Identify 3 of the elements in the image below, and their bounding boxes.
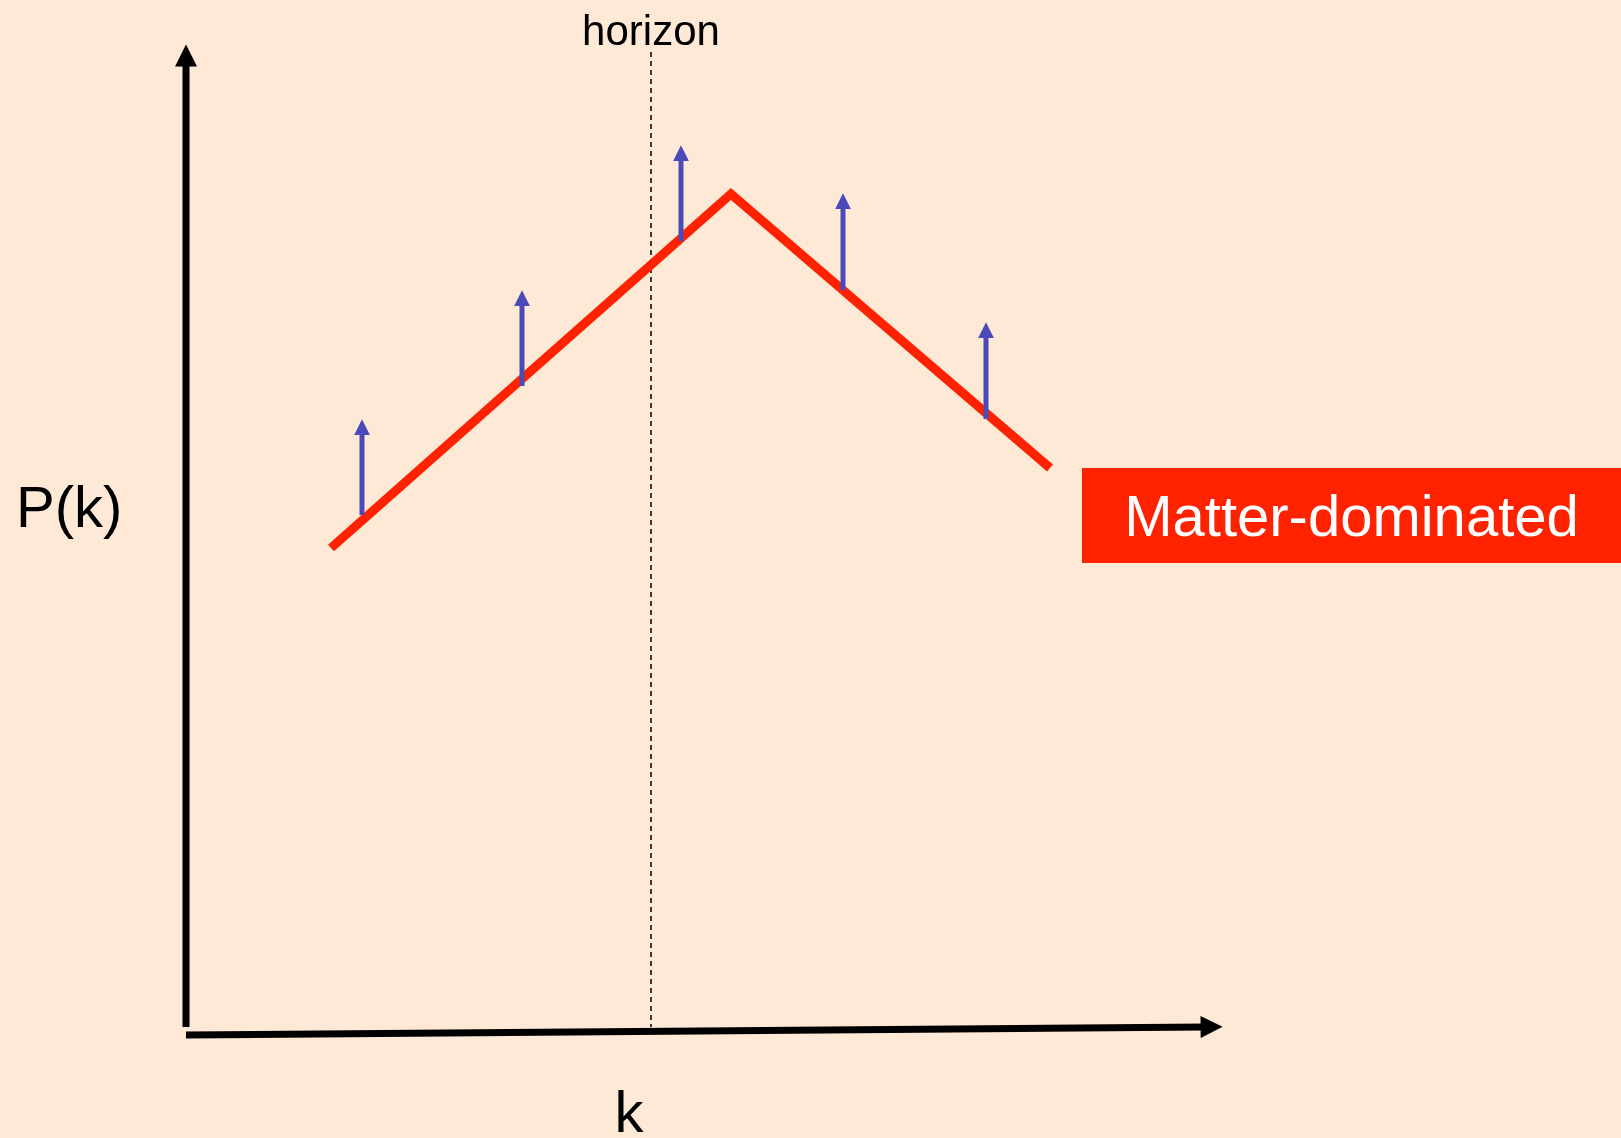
label-box: Matter-dominated (1082, 468, 1621, 563)
axis-label: k (614, 1083, 644, 1138)
axis-label: horizon (582, 10, 720, 52)
